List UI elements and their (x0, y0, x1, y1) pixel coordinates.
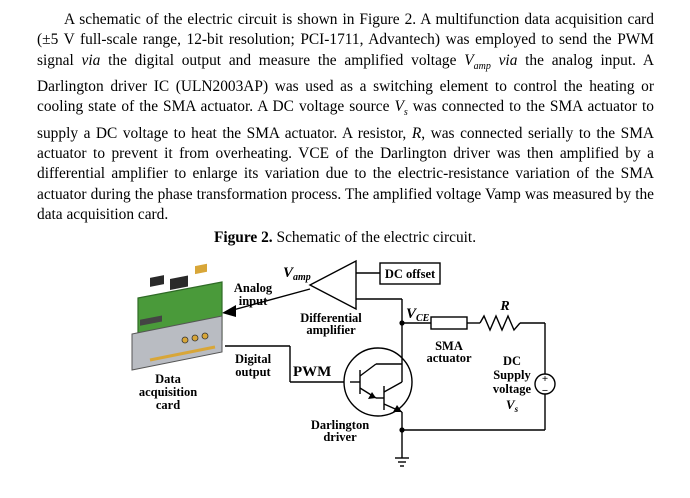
dc-supply-plus: + (542, 373, 548, 385)
figure-caption: Figure 2. Schematic of the electric circ… (0, 229, 690, 247)
analog-input-arrow-icon (222, 305, 236, 317)
darlington-label-1: Darlington (311, 418, 369, 432)
resistor-r-icon (479, 314, 521, 332)
ground-icon (395, 457, 409, 467)
para-text-6: , was connected serially to the SMA actu… (37, 124, 655, 223)
para-vamp: Vamp (464, 51, 491, 72)
body-paragraph: A schematic of the electric circuit is s… (37, 10, 654, 225)
dc-offset-box (379, 262, 441, 285)
daq-label-2: acquisition (139, 385, 197, 399)
para-via-1: via (81, 51, 101, 69)
para-text-2: the digital output and measure the ampli… (100, 51, 465, 69)
analog-input-label-1: Analog (234, 281, 273, 295)
digital-output-label-1: Digital (235, 352, 272, 366)
caption-text: Schematic of the electric circuit. (272, 229, 477, 246)
para-text-5: was connected to the SMA actuator to sup… (37, 98, 654, 142)
differential-amplifier-label-2: amplifier (306, 323, 356, 337)
dc-offset-label: DC offset (385, 267, 436, 281)
pwm-label: PWM (293, 364, 331, 380)
digital-output-label-2: output (235, 365, 271, 379)
dc-supply-label-1: DC (503, 354, 521, 368)
differential-amplifier-label-1: Differential (300, 311, 362, 325)
darlington-transistor-icon (343, 347, 413, 417)
analog-input-label-2: input (239, 294, 268, 308)
para-text-1: A schematic of the electric circuit is s… (37, 11, 654, 69)
daq-label-3: card (156, 398, 180, 412)
resistor-r-label: R (499, 299, 509, 314)
para-text-4: the analog input. A Darlington driver IC… (37, 51, 655, 116)
para-text-3 (491, 52, 499, 69)
para-via-2: via (498, 51, 518, 69)
circuit-wires (225, 272, 546, 458)
sma-label-2: actuator (426, 351, 472, 365)
sma-label-1: SMA (435, 339, 463, 353)
vce-junction-dot (399, 320, 405, 326)
dc-supply-label-2: Supply (493, 368, 531, 382)
vamp-label: Vamp (283, 265, 311, 283)
vce-label: VCE (406, 306, 430, 324)
vs-label: Vs (506, 397, 519, 414)
para-vs: Vs (394, 98, 408, 119)
ground-junction-dot (399, 427, 405, 433)
differential-amplifier-icon (308, 259, 357, 311)
dc-supply-label-3: voltage (493, 382, 532, 396)
darlington-label-2: driver (323, 430, 357, 444)
para-r: R (411, 124, 422, 142)
sma-actuator-box (430, 316, 468, 330)
circuit-schematic: DC offset Vamp Analog input Differential… (131, 259, 556, 467)
daq-label-1: Data (155, 372, 181, 386)
dc-supply-minus: − (542, 385, 548, 397)
data-acquisition-card-icon (131, 263, 223, 371)
dc-supply-source-icon (534, 373, 556, 395)
caption-label: Figure 2. (213, 229, 273, 246)
